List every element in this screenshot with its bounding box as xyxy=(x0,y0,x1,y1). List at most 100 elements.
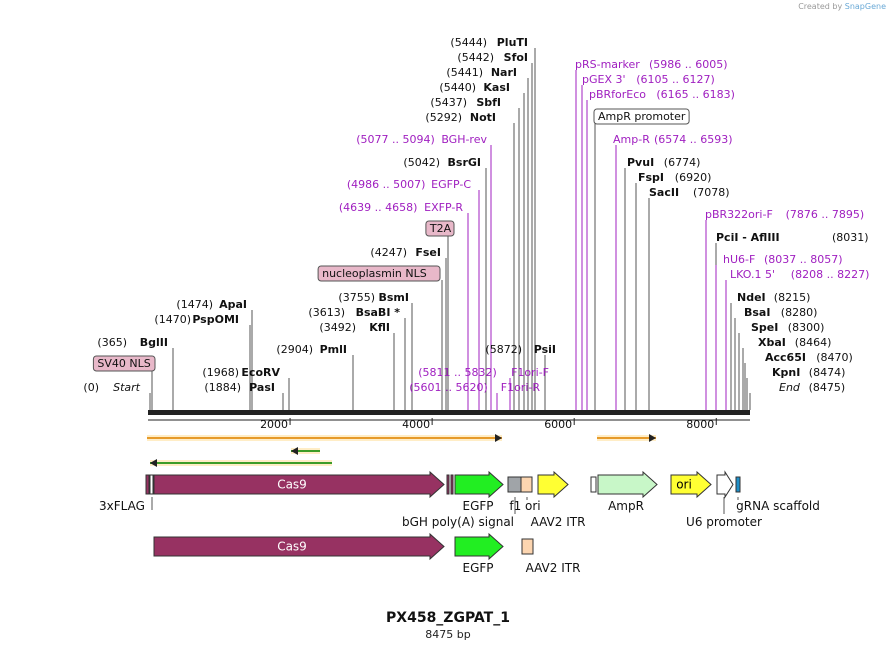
feature-shape xyxy=(145,474,150,495)
site-fsei: FseI(4247) xyxy=(370,246,447,410)
site-sbfi: SbfI(5437) xyxy=(430,96,520,410)
site-bsrgi: BsrGI (5042) xyxy=(403,156,487,410)
feature-egfp xyxy=(454,470,504,499)
site-exfp-r: EXFP-R (4639 .. 4658) xyxy=(339,201,469,410)
map-length: 8475 bp xyxy=(425,628,471,641)
feature-label-aav2-itr: AAV2 ITR xyxy=(531,515,586,529)
feature-shape xyxy=(670,470,712,499)
site-name: pBR322ori-F xyxy=(705,208,773,221)
feature-grna-scaffold xyxy=(735,476,741,493)
orf-arrowhead xyxy=(291,447,298,455)
site-name: XbaI xyxy=(758,336,786,349)
site-name: EXFP-R xyxy=(424,201,463,214)
site-bsai: BsaI(8280) xyxy=(734,306,817,410)
site-position: (4247) xyxy=(370,246,407,259)
site-position: (5042) xyxy=(403,156,440,169)
feature-label-box xyxy=(92,355,156,372)
feature-label-box xyxy=(593,108,690,125)
feature-shape xyxy=(153,470,445,499)
feature-f1-ori xyxy=(537,470,569,499)
orf-reverse-2 xyxy=(150,459,332,467)
site-prs-marker: pRS-marker(5986 .. 6005) xyxy=(575,58,728,410)
site-position: (5292) xyxy=(425,111,462,124)
site-position: (5872) xyxy=(485,343,522,356)
site-position: (5986 .. 6005) xyxy=(649,58,728,71)
feature-shape xyxy=(716,470,734,499)
site-name: NotI xyxy=(470,111,496,124)
site-name: ApaI xyxy=(219,298,247,311)
site-pmli: PmlI(2904) xyxy=(276,343,354,410)
feature-shape xyxy=(537,470,569,499)
feature-shape xyxy=(153,532,445,561)
site-pvui: PvuI(6774) xyxy=(624,156,700,410)
site-position: (8474) xyxy=(809,366,846,379)
feature-label-text: SV40 NLS xyxy=(97,357,150,370)
site-position: (5440) xyxy=(439,81,476,94)
site-bsabi: BsaBI *(3613) xyxy=(308,306,406,410)
site-pgex-3: pGEX 3'(6105 .. 6127) xyxy=(581,73,715,410)
site-position: (8031) xyxy=(832,231,869,244)
site-name: NdeI xyxy=(737,291,766,304)
site-name: BsaI xyxy=(744,306,770,319)
site-name: F1ori-F xyxy=(511,366,549,379)
feature-u6-promoter xyxy=(716,470,734,499)
site-f1ori-f: F1ori-F(5811 .. 5832) xyxy=(418,366,549,410)
site-name: PspOMI xyxy=(192,313,239,326)
feature-label-u6-promoter: U6 promoter xyxy=(686,515,762,529)
site-name: pBRforEco xyxy=(589,88,646,101)
site-name: BsmI xyxy=(379,291,410,304)
site-t2a: T2A xyxy=(425,220,455,410)
site-name: Start xyxy=(113,381,141,394)
site-position: (8037 .. 8057) xyxy=(764,253,843,266)
site-pbr322ori-f: pBR322ori-F(7876 .. 7895) xyxy=(705,208,864,410)
site-position: (1884) xyxy=(204,381,241,394)
site-position: (8215) xyxy=(774,291,811,304)
feature-ampr xyxy=(597,470,658,499)
site-name: SbfI xyxy=(476,96,501,109)
feature-inner-label: Cas9 xyxy=(277,540,307,554)
orf-forward-1 xyxy=(147,434,502,442)
site-name: PluTI xyxy=(497,36,528,49)
orf-arrowhead xyxy=(150,459,157,467)
orf-reverse-1 xyxy=(291,447,320,455)
site-position: (1968) xyxy=(202,366,239,379)
site-name: FspI xyxy=(638,171,664,184)
ruler-tick-label: 4000 xyxy=(402,418,430,431)
site-sfoi: SfoI(5442) xyxy=(457,51,533,410)
site-position: (8208 .. 8227) xyxy=(791,268,870,281)
site-position: (0) xyxy=(83,381,99,394)
site-position: (4639 .. 4658) xyxy=(339,201,418,214)
site-position: (7078) xyxy=(693,186,730,199)
site-pluti: PluTI(5444) xyxy=(450,36,536,410)
site-start: Start (0) xyxy=(83,381,151,410)
site-spei: SpeI(8300) xyxy=(738,321,824,410)
feature-label-grna-scaffold: gRNA scaffold xyxy=(736,499,820,513)
site-ndei: NdeI (8215) xyxy=(730,291,811,410)
feature-shape xyxy=(454,470,504,499)
site-name: LKO.1 5' xyxy=(730,268,775,281)
ruler-tick-label: 6000 xyxy=(544,418,572,431)
site-bgh-rev: BGH-rev(5077 .. 5094) xyxy=(356,133,492,410)
site-position: (6165 .. 6183) xyxy=(656,88,735,101)
site-name: PciI - AflIII xyxy=(716,231,780,244)
site-name: EGFP-C xyxy=(431,178,471,191)
ruler-tick-label: 2000 xyxy=(260,418,288,431)
orf-forward-2 xyxy=(597,434,656,442)
brand-prefix: Created by xyxy=(798,2,843,11)
feature-label-text: T2A xyxy=(429,222,452,235)
site-name: BsrGI xyxy=(448,156,481,169)
site-position: (5601 .. 5620) xyxy=(409,381,488,394)
orf-arrowhead xyxy=(495,434,502,442)
site-name: SacII xyxy=(649,186,679,199)
feature-t2a-mark xyxy=(450,474,454,495)
site-position: (3613) xyxy=(308,306,345,319)
lower-feature-label-egfp: EGFP xyxy=(462,561,493,575)
site-psii: PsiI(5872) xyxy=(485,343,556,410)
site-nari: NarI(5441) xyxy=(446,66,529,410)
site-position: (1470) xyxy=(154,313,191,326)
site-position: (365) xyxy=(97,336,127,349)
site-name: KflI xyxy=(369,321,390,334)
site-kasi: KasI(5440) xyxy=(439,81,525,410)
site-position: (6920) xyxy=(675,171,712,184)
lower-feature-aav2-itr xyxy=(521,538,534,555)
